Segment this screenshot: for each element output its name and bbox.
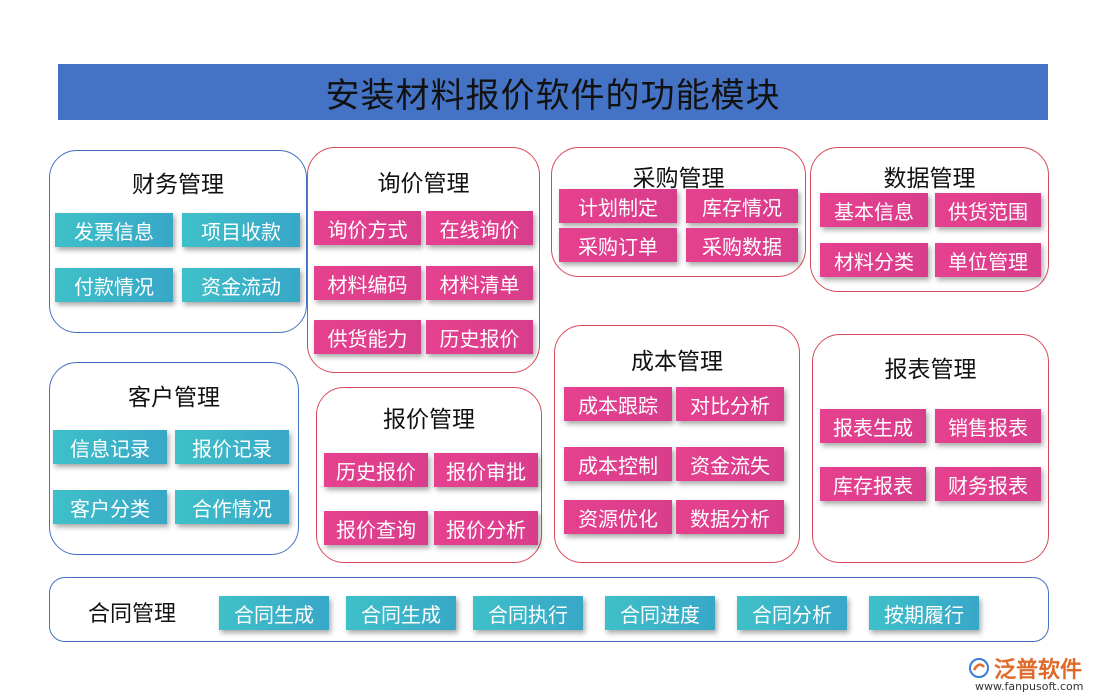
contract-item-execute[interactable]: 合同执行 bbox=[473, 596, 583, 630]
module-inquiry-title: 询价管理 bbox=[377, 171, 470, 197]
report-item-generate[interactable]: 报表生成 bbox=[820, 409, 926, 443]
inquiry-item-material-code[interactable]: 材料编码 bbox=[314, 266, 421, 300]
report-item-sales[interactable]: 销售报表 bbox=[935, 409, 1041, 443]
inquiry-item-online[interactable]: 在线询价 bbox=[426, 211, 533, 245]
finance-item-invoice[interactable]: 发票信息 bbox=[55, 213, 173, 247]
title-bar: 安装材料报价软件的功能模块 bbox=[58, 64, 1048, 120]
finance-item-payment[interactable]: 付款情况 bbox=[55, 268, 173, 302]
purchase-item-plan[interactable]: 计划制定 bbox=[559, 189, 677, 223]
purchase-item-order[interactable]: 采购订单 bbox=[559, 228, 677, 262]
report-item-inventory[interactable]: 库存报表 bbox=[820, 467, 926, 501]
contract-item-analysis[interactable]: 合同分析 bbox=[737, 596, 847, 630]
purchase-item-inventory[interactable]: 库存情况 bbox=[686, 189, 798, 223]
data-item-basic-info[interactable]: 基本信息 bbox=[820, 193, 928, 227]
module-data-title: 数据管理 bbox=[883, 166, 976, 192]
logo-name: 泛普软件 bbox=[994, 658, 1083, 683]
module-customer-title: 客户管理 bbox=[128, 385, 220, 411]
logo-url: www.fanpusoft.com bbox=[975, 680, 1084, 693]
brand-logo: 泛普软件 bbox=[968, 652, 1082, 684]
contract-item-generate-1[interactable]: 合同生成 bbox=[219, 596, 329, 630]
module-report-title: 报表管理 bbox=[884, 357, 977, 383]
contract-item-generate-2[interactable]: 合同生成 bbox=[346, 596, 456, 630]
module-cost-title: 成本管理 bbox=[631, 349, 723, 375]
customer-item-info-record[interactable]: 信息记录 bbox=[53, 430, 167, 464]
customer-item-quote-record[interactable]: 报价记录 bbox=[175, 430, 289, 464]
data-item-supply-scope[interactable]: 供货范围 bbox=[935, 193, 1041, 227]
contract-item-on-schedule[interactable]: 按期履行 bbox=[869, 596, 979, 630]
cost-item-comparison[interactable]: 对比分析 bbox=[676, 387, 784, 421]
module-purchase-title: 采购管理 bbox=[632, 166, 725, 192]
module-quote-title: 报价管理 bbox=[383, 407, 475, 433]
contract-item-progress[interactable]: 合同进度 bbox=[605, 596, 715, 630]
fanpu-logo-icon bbox=[969, 658, 989, 678]
cost-item-fund-loss[interactable]: 资金流失 bbox=[676, 447, 784, 481]
inquiry-item-history-quote[interactable]: 历史报价 bbox=[426, 320, 533, 354]
report-item-finance[interactable]: 财务报表 bbox=[935, 467, 1041, 501]
data-item-unit-mgmt[interactable]: 单位管理 bbox=[935, 243, 1041, 277]
cost-item-tracking[interactable]: 成本跟踪 bbox=[564, 387, 672, 421]
purchase-item-data[interactable]: 采购数据 bbox=[686, 228, 798, 262]
module-report: 报表管理 bbox=[812, 334, 1049, 563]
page-title: 安装材料报价软件的功能模块 bbox=[325, 75, 781, 116]
finance-item-fund-flow[interactable]: 资金流动 bbox=[182, 268, 300, 302]
module-finance-title: 财务管理 bbox=[132, 172, 224, 198]
inquiry-item-method[interactable]: 询价方式 bbox=[314, 211, 421, 245]
quote-item-history[interactable]: 历史报价 bbox=[324, 453, 428, 487]
data-item-material-category[interactable]: 材料分类 bbox=[820, 243, 928, 277]
customer-item-cooperation[interactable]: 合作情况 bbox=[175, 490, 289, 524]
customer-item-category[interactable]: 客户分类 bbox=[53, 490, 167, 524]
cost-item-control[interactable]: 成本控制 bbox=[564, 447, 672, 481]
inquiry-item-material-list[interactable]: 材料清单 bbox=[426, 266, 533, 300]
quote-item-approval[interactable]: 报价审批 bbox=[434, 453, 538, 487]
inquiry-item-supply-capacity[interactable]: 供货能力 bbox=[314, 320, 421, 354]
quote-item-query[interactable]: 报价查询 bbox=[324, 511, 428, 545]
cost-item-resource-opt[interactable]: 资源优化 bbox=[564, 500, 672, 534]
cost-item-data-analysis[interactable]: 数据分析 bbox=[676, 500, 784, 534]
quote-item-analysis[interactable]: 报价分析 bbox=[434, 511, 538, 545]
finance-item-project-receipt[interactable]: 项目收款 bbox=[182, 213, 300, 247]
module-contract-title: 合同管理 bbox=[88, 602, 177, 627]
